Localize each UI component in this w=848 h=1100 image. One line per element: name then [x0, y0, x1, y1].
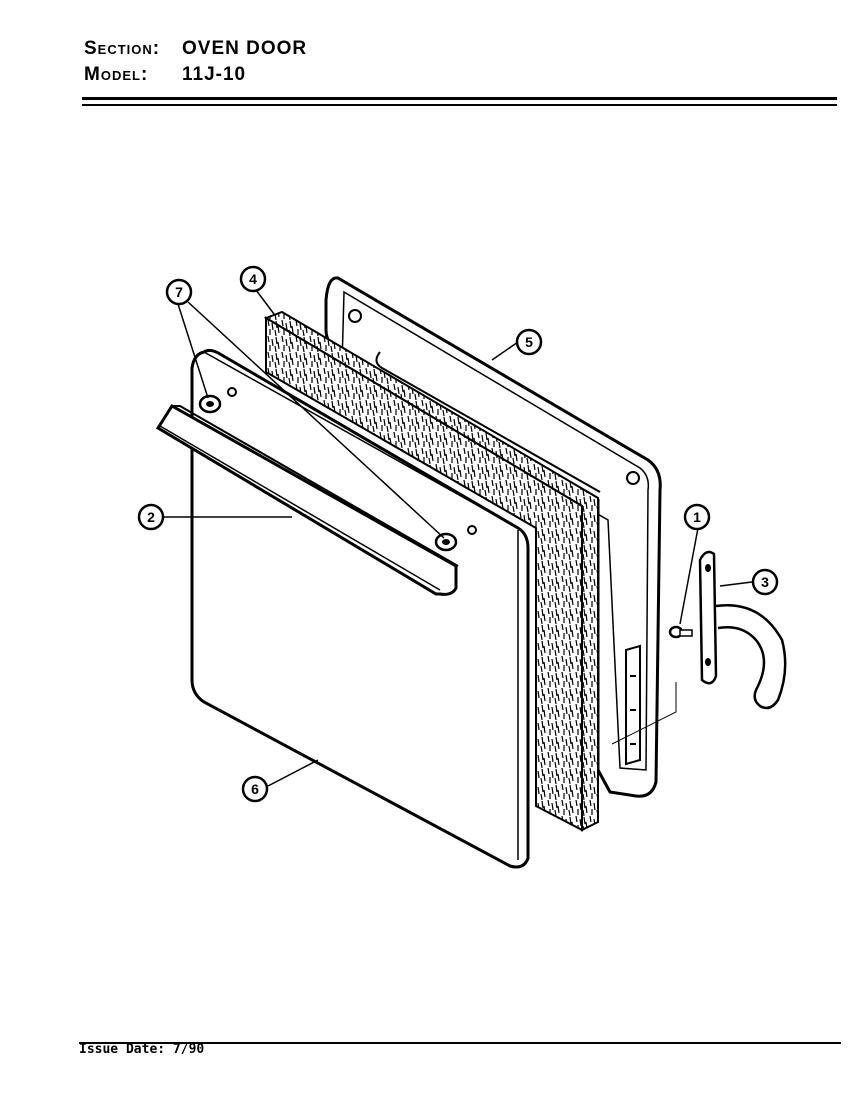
- issue-date: Issue Date: 7/90: [79, 1042, 205, 1057]
- callout-1-label: 1: [693, 509, 701, 525]
- callout-6: 6: [241, 775, 269, 803]
- screws: [611, 625, 693, 745]
- leader-lines: [164, 289, 753, 787]
- section-label: Section:: [84, 38, 161, 59]
- callout-5-label: 5: [525, 334, 533, 350]
- section-value: OVEN DOOR: [182, 38, 308, 59]
- callout-5: 5: [515, 328, 543, 356]
- callout-7: 7: [165, 278, 193, 306]
- callout-4: 4: [239, 265, 267, 293]
- callout-2: 2: [137, 503, 165, 531]
- door-handle: [155, 403, 459, 596]
- callout-6-label: 6: [251, 781, 259, 797]
- callout-3: 3: [751, 568, 779, 596]
- footer-rule: [79, 1042, 841, 1044]
- page-header: Section: OVEN DOOR Model: 11J-10: [84, 36, 307, 88]
- spacers: [198, 394, 458, 552]
- callout-3-label: 3: [761, 574, 769, 590]
- hinge: [625, 550, 787, 766]
- callout-7-label: 7: [175, 284, 183, 300]
- section-line: Section: OVEN DOOR: [84, 36, 307, 62]
- callout-4-label: 4: [249, 271, 257, 287]
- header-rule-thin: [82, 104, 837, 106]
- callout-2-label: 2: [147, 509, 155, 525]
- model-line: Model: 11J-10: [84, 62, 307, 88]
- model-value: 11J-10: [182, 64, 247, 85]
- header-rule-thick: [82, 97, 837, 100]
- callout-1: 1: [683, 503, 711, 531]
- model-label: Model:: [84, 64, 149, 85]
- insulation: [263, 310, 599, 832]
